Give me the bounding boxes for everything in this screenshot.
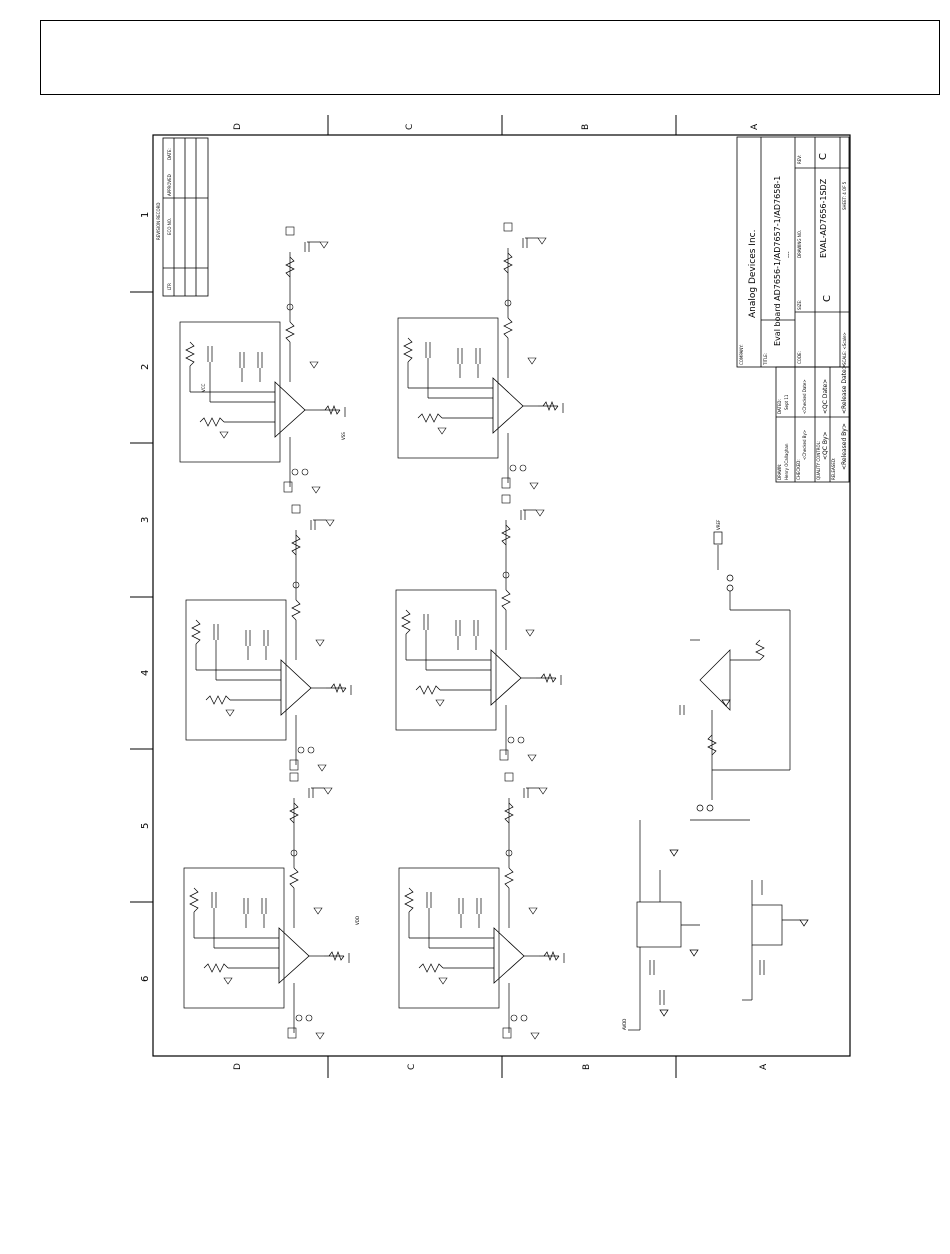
drawn-date: Sept 11 [784, 394, 789, 410]
title-block [736, 136, 850, 483]
title-label: TITLE: [763, 353, 768, 366]
zone-d-bottom: D [233, 1063, 243, 1070]
rev-value: C [818, 153, 829, 160]
qc-name: <QC By> [822, 431, 829, 460]
company-name: Analog Devices Inc. [748, 230, 758, 318]
released-date: <Release Date> [841, 364, 848, 414]
checked-label: CHECKED: [796, 459, 801, 480]
released-label: RELEASED: [831, 458, 836, 480]
code-label: CODE: [797, 351, 802, 364]
reference-buffer [679, 531, 791, 821]
checked-name: <Checked By> [802, 430, 807, 460]
scale-text: SCALE: <Scale> [842, 332, 847, 365]
reference-ic [628, 820, 809, 1031]
drawing-no: EVAL-AD7656-1SDZ [819, 178, 828, 258]
rev-record-ltr: LTR [167, 283, 172, 290]
qc-date: <QC Date> [822, 379, 829, 414]
rev-record-ecn: ECO NO. [167, 218, 172, 235]
zone-c-bottom: C [407, 1064, 417, 1070]
amp-channel-c2 [397, 222, 564, 490]
revision-record-text: REVISION RECORD ECO NO. APPROVED DATE: L… [156, 148, 172, 290]
amp-channel-d6 [183, 772, 350, 1040]
size-value: C [822, 295, 833, 302]
label-avdd: AVDD [622, 1019, 627, 1030]
zone-a-bottom: A [759, 1063, 769, 1070]
amp-channel-c6 [398, 772, 565, 1040]
label-vss: VSS [341, 432, 346, 440]
zone-ticks [130, 115, 677, 1078]
zone-6: 6 [140, 976, 151, 982]
drawing-no-label: DRAWING NO. [797, 230, 802, 258]
zone-1: 1 [140, 212, 151, 218]
sheet-text: SHEET: 4 OF 5 [842, 181, 847, 210]
zone-b-bottom: B [582, 1064, 592, 1070]
sheet-frame [152, 134, 851, 1057]
power-rail-labels: VCC VDD VSS AVDD VREF [201, 383, 721, 1030]
rev-record-date: DATE: [167, 148, 172, 160]
label-vdd: VDD [355, 916, 360, 925]
rev-record-approved: APPROVED [167, 174, 172, 196]
rev-label: REV: [797, 155, 802, 164]
size-label: SIZE: [797, 300, 802, 310]
title-text: Eval board AD7656-1/AD7657-1/AD7658-1 [773, 176, 782, 346]
rev-record-title: REVISION RECORD [156, 203, 161, 240]
zone-5: 5 [140, 823, 151, 829]
zone-numbers: 1 2 3 4 5 6 [140, 212, 151, 982]
zone-3: 3 [140, 517, 151, 523]
zone-d-top: D [233, 123, 243, 130]
zone-c-top: C [405, 124, 415, 130]
amp-channel-d2 [179, 226, 346, 494]
zone-2: 2 [140, 364, 151, 370]
zone-b-top: B [581, 124, 591, 130]
page-header-box [40, 20, 940, 95]
drawn-name: Henry OCallaghan [784, 443, 789, 480]
revision-record [162, 137, 209, 297]
amp-channel-d4 [185, 504, 352, 772]
released-name: <Released By> [841, 423, 848, 470]
label-vcc: VCC [201, 383, 206, 392]
amp-channel-c4 [395, 494, 562, 762]
drawn-date-label: DATED: [777, 399, 782, 414]
zone-a-top: A [750, 123, 760, 130]
title-subtitle: --- [785, 252, 792, 259]
label-vref: VREF [716, 519, 721, 530]
drawn-label: DRAWN: [777, 463, 782, 480]
company-label: COMPANY: [739, 344, 744, 365]
zone-4: 4 [140, 670, 151, 676]
title-block-text: COMPANY: Analog Devices Inc. TITLE: Eval… [739, 153, 848, 480]
checked-date: <Checked Date> [802, 379, 807, 414]
qc-label: QUALITY CONTROL: [816, 441, 821, 480]
zone-letters: D C B A D C B A [233, 123, 769, 1070]
